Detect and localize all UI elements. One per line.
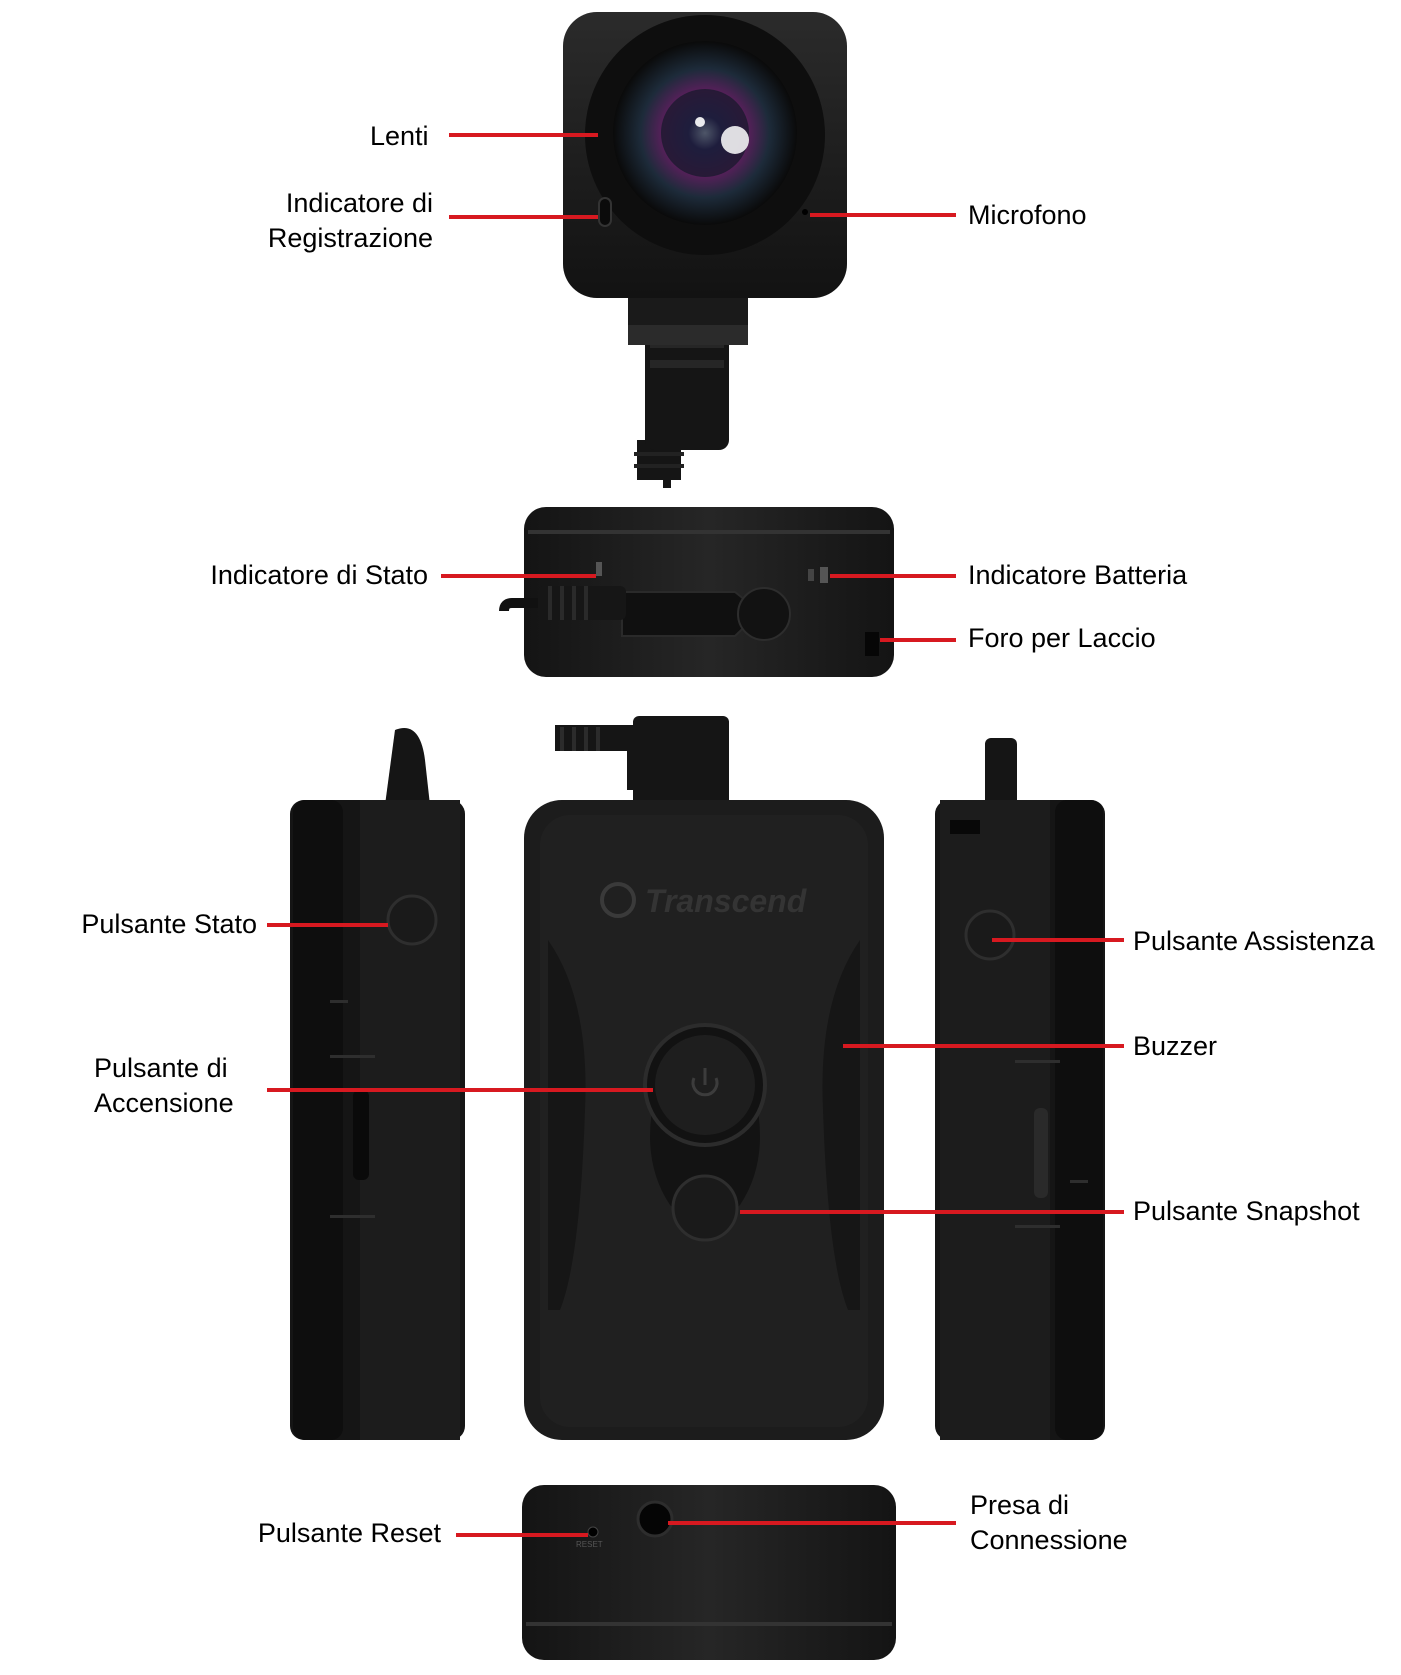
device-bottom-view: RESET [522,1485,896,1660]
connection-jack-icon [636,1500,674,1538]
label-microfono: Microfono [968,200,1087,230]
assist-button-icon[interactable] [964,909,1016,961]
brand-logo-text: Transcend [645,883,808,919]
label-pulsante-reset: Pulsante Reset [257,1518,441,1548]
device-top-view [499,507,894,677]
label-lenti: Lenti [370,121,429,151]
microphone-hole-icon [802,209,808,215]
label-indicatore-registrazione-line2: Registrazione [267,223,433,253]
device-right-side [935,738,1105,1440]
label-foro-laccio: Foro per Laccio [968,623,1156,653]
reset-hole-icon[interactable] [587,1526,599,1538]
label-pulsante-accensione: Pulsante di Accensione [94,1051,234,1121]
label-pulsante-stato: Pulsante Stato [81,909,257,939]
battery-led-icon [820,567,828,583]
callout-lines [267,133,1124,1537]
device-left-side [290,728,465,1440]
device-front-view: Transcend [524,716,884,1440]
status-button-icon[interactable] [386,894,438,946]
label-presa-connessione-line2: Connessione [970,1525,1128,1555]
label-presa-connessione-line1: Presa di [970,1490,1070,1520]
label-indicatore-registrazione: Indicatore di Registrazione [268,186,433,256]
label-pulsante-assistenza: Pulsante Assistenza [1133,926,1375,956]
label-pulsante-accensione-line2: Accensione [94,1088,234,1118]
snapshot-button-icon[interactable] [671,1174,739,1242]
label-pulsante-snapshot: Pulsante Snapshot [1133,1196,1360,1226]
label-presa-connessione: Presa di Connessione [970,1488,1128,1558]
camera-head [563,12,847,488]
label-pulsante-accensione-line1: Pulsante di [94,1053,228,1083]
lanyard-hole-icon [865,632,879,656]
label-indicatore-stato: Indicatore di Stato [210,560,428,590]
reset-engraving: RESET [576,1540,603,1549]
status-led-icon [596,562,602,576]
recording-led-icon [598,197,612,227]
brand-logo: Transcend [600,882,808,919]
label-indicatore-batteria: Indicatore Batteria [968,560,1188,590]
label-indicatore-registrazione-line1: Indicatore di [285,188,433,218]
label-buzzer: Buzzer [1133,1031,1218,1061]
